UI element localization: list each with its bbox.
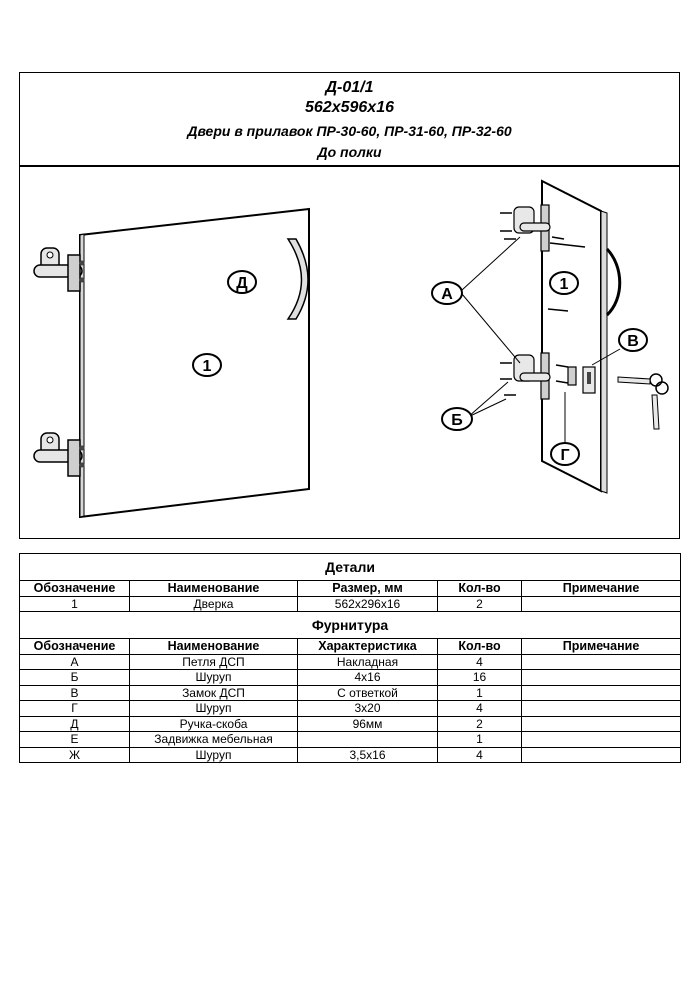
table-cell: Накладная [297,653,438,670]
leader-lines [461,236,621,443]
svg-text:В: В [627,333,639,350]
table-cell [520,684,682,701]
table-cell: Ручка-скоба [129,715,298,732]
handle-front [286,238,309,320]
table-cell [520,731,682,748]
table-cell: А [19,653,130,670]
table-cell: 16 [437,669,522,686]
table-cell: Петля ДСП [129,653,298,670]
table-cell: Д [19,715,130,732]
hinge-top [33,247,85,292]
table-cell [520,746,682,763]
table-cell: Дверка [129,595,298,612]
callout-door-right: 1 [549,271,579,295]
table-cell: Г [19,700,130,717]
table-cell: Шуруп [129,746,298,763]
handle-iso [605,247,622,317]
table-cell [520,700,682,717]
table-cell: Б [19,669,130,686]
part-dimensions: 562x596x16 [305,99,394,116]
svg-text:Д: Д [236,275,248,292]
lock-iso [567,366,596,394]
title-block: Д-01/1 562x596x16 Двери в прилавок ПР-30… [19,72,680,166]
door-panel-iso-edge [600,210,608,494]
table-cell [520,595,682,612]
table-cell: 4 [437,700,522,717]
table-cell: 2 [437,595,522,612]
table-cell: Шуруп [129,700,298,717]
table-cell: 3,5x16 [297,746,438,763]
table-cell [520,653,682,670]
details-section-title: Детали [18,553,682,581]
hinge-bottom [33,432,85,477]
table-cell: Е [19,731,130,748]
callout-screw-g: Г [550,442,580,466]
column-header: Кол-во [437,638,522,655]
column-header: Обозначение [19,580,130,597]
table-cell: 1 [437,684,522,701]
front-view [33,207,310,519]
table-cell: Шуруп [129,669,298,686]
column-header: Кол-во [437,580,522,597]
table-cell: 4 [437,746,522,763]
column-header: Наименование [129,638,298,655]
assembly-drawing-svg: 1 Д А 1 В Б Г [33,179,669,519]
column-header: Размер, мм [297,580,438,597]
callout-hinge-a: А [431,281,463,305]
assembly-drawing: 1 Д А 1 В Б Г [19,166,680,539]
hardware-section-title: Фурнитура [18,611,682,639]
table-cell: С ответкой [297,684,438,701]
table-cell: 4 [437,653,522,670]
svg-text:1: 1 [203,358,212,375]
table-cell: 96мм [297,715,438,732]
part-title: Двери в прилавок ПР-30-60, ПР-31-60, ПР-… [187,123,512,139]
column-header: Характеристика [297,638,438,655]
part-code: Д-01/1 [325,79,374,96]
table-cell: 4x16 [297,669,438,686]
table-cell [520,669,682,686]
table-cell: Ж [19,746,130,763]
table-cell: В [19,684,130,701]
callout-lock-v: В [618,328,648,352]
callout-door-left: 1 [192,353,222,377]
column-header: Примечание [520,580,682,597]
callout-handle-left: Д [227,270,257,294]
table-cell [520,715,682,732]
section-title: Детали [18,553,682,581]
part-subtitle: До полки [317,144,382,160]
table-cell: 1 [19,595,130,612]
column-header: Примечание [520,638,682,655]
table-cell: 1 [437,731,522,748]
hinge-iso-top [500,204,565,252]
table-cell: 562x296x16 [297,595,438,612]
svg-text:Г: Г [560,447,569,464]
table-cell [297,731,438,748]
table-cell: Задвижка мебельная [129,731,298,748]
table-cell: Замок ДСП [129,684,298,701]
svg-text:1: 1 [560,276,569,293]
column-header: Обозначение [19,638,130,655]
table-cell: 2 [437,715,522,732]
section-title: Фурнитура [18,611,682,639]
callout-screw-b: Б [441,407,473,431]
svg-text:Б: Б [451,412,463,429]
table-cell: 3x20 [297,700,438,717]
iso-view [500,179,669,494]
svg-text:А: А [441,286,453,303]
key-icon [617,373,669,430]
column-header: Наименование [129,580,298,597]
